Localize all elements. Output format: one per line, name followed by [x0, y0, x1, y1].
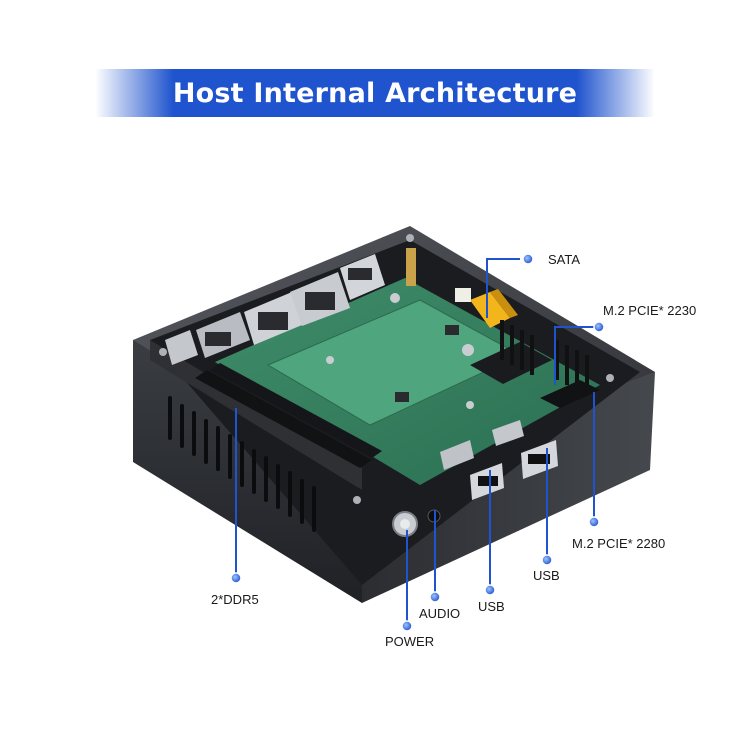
label-sata: SATA	[548, 252, 580, 267]
m2-2230-dot	[593, 321, 605, 333]
title-banner: Host Internal Architecture	[95, 69, 655, 117]
sata-dot	[522, 253, 534, 265]
sata-connector	[455, 288, 518, 328]
label-ddr5: 2*DDR5	[211, 592, 259, 607]
audio-dot	[429, 591, 441, 603]
m2-2280-slot	[540, 380, 600, 408]
callout-dots	[230, 253, 605, 632]
m2-2280-dot	[588, 516, 600, 528]
front-left-face	[133, 340, 362, 603]
usb-right-dot	[541, 554, 553, 566]
label-m2-2230: M.2 PCIE* 2230	[603, 303, 696, 318]
case-screws	[159, 234, 614, 504]
standoff	[406, 248, 416, 286]
callout-lines	[235, 258, 596, 626]
pin-headers	[500, 320, 589, 390]
usb-left-dot	[484, 584, 496, 596]
label-usb-right: USB	[533, 568, 560, 583]
rear-ports	[165, 254, 385, 365]
ddr5-slots	[195, 363, 382, 468]
label-m2-2280: M.2 PCIE* 2280	[572, 536, 665, 551]
power-dot	[401, 620, 413, 632]
vent-grille	[168, 396, 316, 532]
ddr5-dot	[230, 572, 242, 584]
front-panel	[392, 420, 558, 537]
page-title: Host Internal Architecture	[172, 77, 578, 109]
label-power: POWER	[385, 634, 434, 649]
label-audio: AUDIO	[419, 606, 460, 621]
label-usb-left: USB	[478, 599, 505, 614]
